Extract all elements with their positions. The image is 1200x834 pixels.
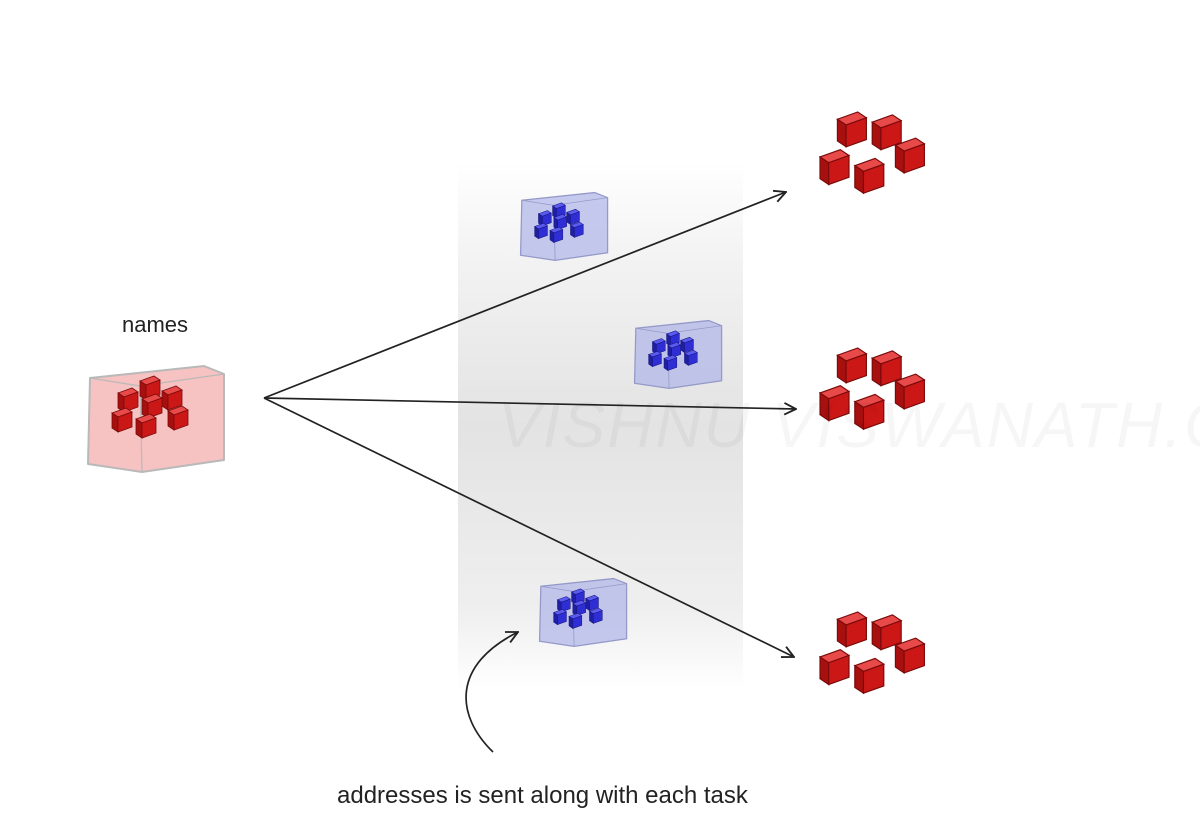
target-red-cubes-icon-3 (820, 612, 925, 694)
caption-pointer-arrow (465, 632, 518, 753)
arrow-to-target-1 (263, 192, 786, 399)
arrow-to-target-2 (263, 397, 796, 409)
caption-text: addresses is sent along with each task (337, 782, 748, 809)
source-names-icon (88, 366, 224, 472)
broadcast-addresses-icon-1 (520, 192, 608, 261)
broadcast-addresses-icon-2 (634, 320, 722, 389)
source-label: names (122, 312, 189, 337)
arrow-to-target-3 (263, 397, 794, 657)
target-red-cubes-icon-1 (820, 112, 925, 194)
broadcast-addresses-icon-3 (539, 578, 627, 647)
watermark-text: VISHNU VISWANATH.CO (498, 388, 1200, 462)
